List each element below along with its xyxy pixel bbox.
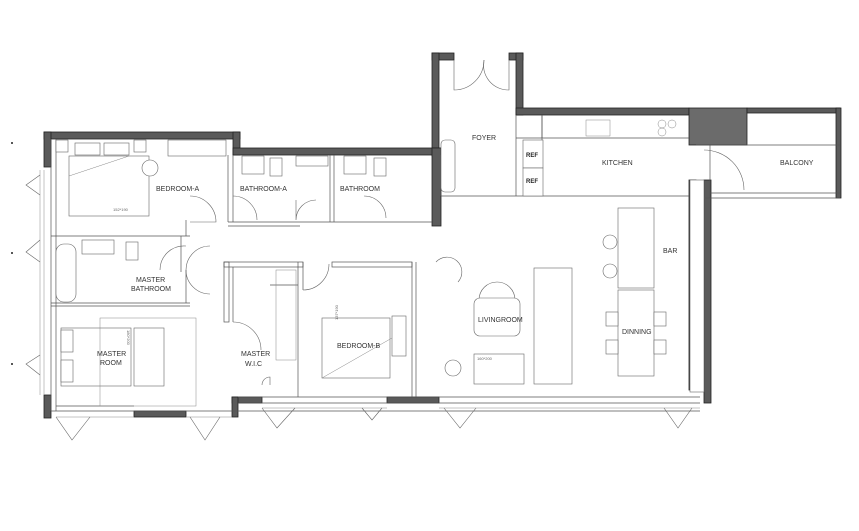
entry-door-left bbox=[453, 59, 485, 91]
bottom-casement-2 bbox=[189, 416, 221, 441]
room-labels: FOYER KITCHEN BALCONY BEDROOM-A BATHROOM… bbox=[97, 135, 814, 368]
balcony-label: BALCONY bbox=[780, 160, 814, 167]
pillow-a1 bbox=[74, 142, 101, 156]
bathrooms-top-wall bbox=[232, 147, 442, 156]
master-sofa bbox=[133, 327, 165, 387]
master-bathroom-door bbox=[185, 269, 211, 295]
bedroom-a-top-wall bbox=[43, 131, 241, 140]
bed-b-dimension: 137*190 bbox=[334, 304, 339, 320]
sink-b bbox=[343, 155, 367, 175]
coffee-table bbox=[473, 297, 521, 337]
foyer-left-wall bbox=[431, 52, 440, 157]
master-room-label-2: ROOM bbox=[100, 360, 122, 367]
bed-a-dimension: 152*190 bbox=[113, 207, 129, 212]
rug-dimension: 160*200 bbox=[477, 356, 493, 361]
dining-label: DINNING bbox=[622, 329, 652, 336]
bar-label: BAR bbox=[663, 248, 677, 255]
master-bathroom-label-1: MASTER bbox=[136, 277, 165, 284]
rug-area bbox=[473, 353, 525, 385]
shoe-cabinet bbox=[440, 139, 456, 193]
bar-stool-1 bbox=[602, 234, 618, 250]
bedroom-a-label: BEDROOM-A bbox=[156, 186, 200, 193]
window-casement-2 bbox=[25, 239, 41, 263]
toilet-a bbox=[269, 157, 283, 177]
sofa bbox=[533, 267, 573, 385]
master-room-label-1: MASTER bbox=[97, 351, 126, 358]
bathroom-door bbox=[363, 195, 387, 219]
side-table-a bbox=[141, 159, 159, 177]
ref-1-label: REF bbox=[526, 153, 538, 159]
bathroom-right-wall bbox=[431, 147, 442, 227]
side-chair-1 bbox=[444, 359, 462, 377]
master-bathroom-label-2: BATHROOM bbox=[131, 286, 171, 293]
armchair bbox=[435, 256, 463, 283]
bed-b-cabinet bbox=[391, 315, 407, 357]
partitions bbox=[50, 115, 840, 412]
doors bbox=[25, 59, 745, 441]
wardrobe-a bbox=[167, 139, 227, 157]
bathroom-a-label: BATHROOM-A bbox=[240, 186, 287, 193]
livingroom-label: LIVINGROOM bbox=[478, 317, 523, 324]
entry-door-right bbox=[483, 59, 510, 91]
balcony-right-wall bbox=[835, 107, 842, 199]
bottom-casement-4 bbox=[361, 407, 383, 421]
windows bbox=[11, 142, 700, 418]
master-bathroom-inner-door bbox=[159, 245, 187, 271]
bottom-casement-3 bbox=[261, 407, 296, 429]
foyer-label: FOYER bbox=[472, 135, 496, 142]
left-wall-top bbox=[43, 131, 52, 168]
bottom-casement-6 bbox=[663, 407, 693, 429]
wic-bottom-post bbox=[231, 396, 239, 418]
window-casement-3 bbox=[25, 354, 41, 376]
bed-a bbox=[68, 155, 150, 217]
bathroom-label: BATHROOM bbox=[340, 186, 380, 193]
dining-table bbox=[617, 289, 655, 377]
ref-2-label: REF bbox=[526, 179, 538, 185]
bottom-casement-5 bbox=[443, 407, 477, 429]
bedroom-b-label: BEDROOM-B bbox=[337, 343, 381, 350]
bathtub bbox=[55, 243, 77, 303]
bar-stool-2 bbox=[602, 263, 618, 279]
bedroom-a-door bbox=[189, 195, 217, 223]
pillow-a2 bbox=[103, 142, 130, 156]
structural-column bbox=[688, 107, 748, 146]
toilet-b bbox=[373, 157, 387, 177]
bathroom-a-door bbox=[232, 195, 258, 221]
master-bed-dimension: 180*200 bbox=[126, 330, 131, 346]
master-wic-label-1: MASTER bbox=[241, 351, 270, 358]
bedroom-b-door bbox=[302, 263, 330, 291]
wic-small-door bbox=[261, 376, 271, 386]
bed-b bbox=[321, 317, 391, 379]
balcony-door bbox=[703, 149, 745, 191]
bathroom-a-inner-door bbox=[295, 199, 317, 221]
kitchen-label: KITCHEN bbox=[602, 160, 633, 167]
kitchen-top-wall bbox=[515, 107, 690, 116]
bottom-wall-master bbox=[133, 410, 187, 418]
master-sink bbox=[81, 239, 115, 255]
furniture bbox=[55, 119, 705, 407]
fridge-2 bbox=[522, 167, 544, 197]
master-toilet bbox=[125, 241, 139, 261]
right-exterior-wall bbox=[703, 179, 712, 404]
master-room-door bbox=[185, 245, 211, 271]
balcony-top-wall bbox=[746, 107, 841, 114]
master-wic-label-2: W.I.C bbox=[245, 361, 262, 368]
window-casement-1 bbox=[25, 174, 41, 196]
kitchen-side-counter bbox=[689, 179, 705, 393]
foyer-right-wall bbox=[515, 52, 524, 116]
left-wall-bottom bbox=[43, 394, 52, 419]
sink-a bbox=[241, 155, 265, 175]
bar-counter bbox=[617, 207, 655, 289]
shower-a bbox=[295, 155, 329, 167]
bottom-casement-1 bbox=[55, 416, 91, 441]
bottom-wall-bedroom-b bbox=[386, 396, 440, 404]
wic-door bbox=[232, 321, 262, 351]
